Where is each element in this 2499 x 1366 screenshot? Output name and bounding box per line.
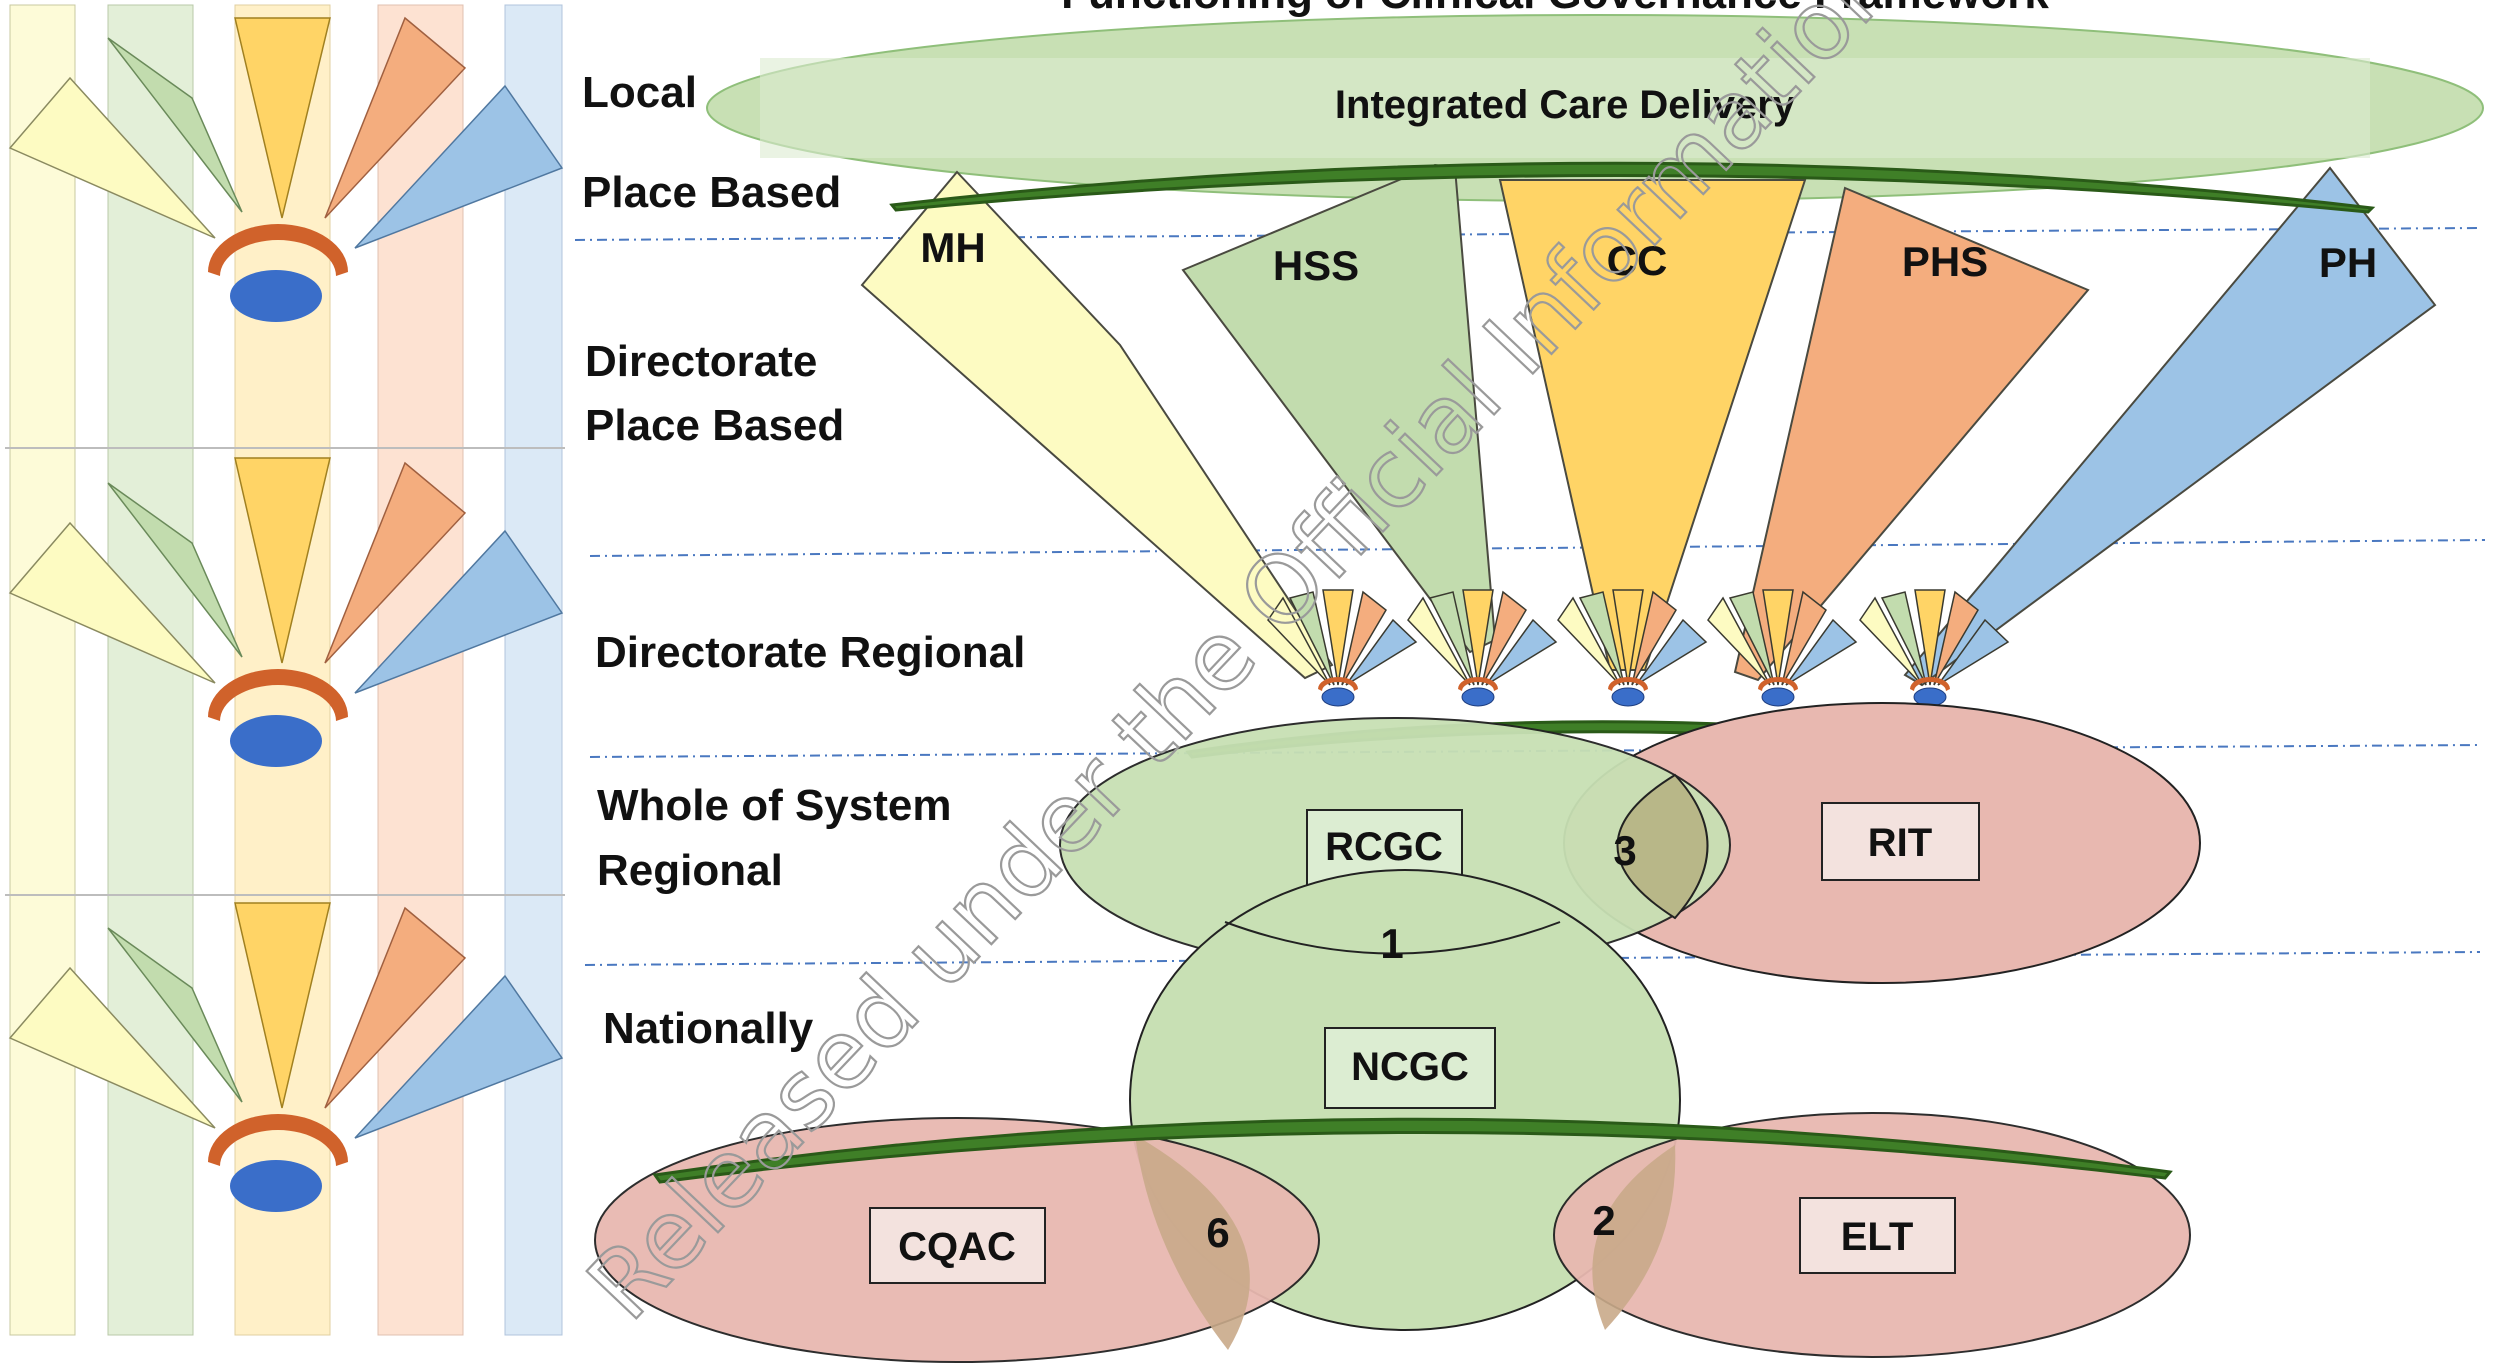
regional-node-5-fan-2	[1880, 591, 1927, 686]
regional-node-1-fan-4	[1341, 590, 1387, 686]
national-arc	[652, 1117, 2173, 1184]
overlap-ncgc-cqac-number: 6	[1206, 1209, 1229, 1256]
cqac-box	[869, 1207, 1046, 1284]
national-committees: 1 NCGC CQAC ELT 6 2	[594, 869, 2191, 1363]
regional-node-4-fan-4	[1781, 590, 1827, 686]
fan-phs	[1733, 186, 2090, 682]
regional-node-4-fan-2	[1728, 591, 1775, 686]
regional-node-1-cap	[1318, 677, 1358, 691]
regional-node-4-fan-1	[1707, 596, 1771, 686]
regional-node-3-fan-5	[1635, 618, 1708, 686]
overlap-rcgc-ncgc-number: 1	[1380, 920, 1403, 967]
regional-node-3-base	[1611, 687, 1645, 707]
regional-node-3-fan-3	[1612, 589, 1644, 686]
elt-box	[1799, 1197, 1956, 1274]
regional-node-5-cap	[1910, 677, 1950, 691]
regional-node-5-fan-4	[1933, 590, 1979, 686]
mini-panel-3	[8, 902, 564, 1212]
level-nationally: Nationally	[603, 1004, 814, 1053]
fan-hss	[1181, 163, 1497, 654]
regional-node-3-fan-1	[1557, 596, 1621, 686]
regional-node-4	[1707, 589, 1858, 707]
regional-node-1-base	[1321, 687, 1355, 707]
level-whole-of-system-line1: Whole of System	[597, 781, 952, 830]
fan-cc	[1498, 179, 1807, 671]
regional-node-2-fan-1	[1407, 596, 1471, 686]
mini-panel-2	[8, 457, 564, 767]
place-based-arc	[889, 161, 2376, 214]
ncgc-elt-overlap	[1592, 1145, 1676, 1330]
directorate-label-phs: PHS	[1902, 238, 1988, 285]
directorate-label-cc: CC	[1607, 237, 1668, 284]
overlap-rcgc-rit-number: 3	[1613, 827, 1636, 874]
directorate-label-mh: MH	[920, 224, 985, 271]
regional-node-5-fan-3	[1914, 589, 1946, 686]
rit-box	[1821, 802, 1980, 881]
rcgc-ncgc-overlap-outline	[1224, 921, 1561, 955]
regional-node-3-fan-4	[1631, 590, 1677, 686]
regional-node-2-fan-3	[1462, 589, 1494, 686]
regional-node-1-fan-1	[1267, 596, 1331, 686]
elt-label: ELT	[1841, 1215, 1914, 1259]
level-directorate-regional: Directorate Regional	[595, 628, 1025, 677]
regional-node-2-fan-4	[1481, 590, 1527, 686]
directorate-label-ph: PH	[2319, 239, 2377, 286]
regional-node-4-cap	[1758, 677, 1798, 691]
regional-node-4-fan-3	[1762, 589, 1794, 686]
regional-node-2-fan-2	[1428, 591, 1475, 686]
ncgc-label: NCGC	[1351, 1045, 1469, 1089]
regional-node-2-cap	[1458, 677, 1498, 691]
level-local: Local	[582, 68, 697, 117]
regional-node-5-fan-5	[1937, 618, 2010, 686]
ncgc-cqac-overlap	[1135, 1135, 1250, 1350]
regional-committees: RCGC RIT 3	[1059, 702, 2201, 984]
level-labels: Local Place Based Directorate Place Base…	[582, 68, 1025, 1053]
level-place-based: Place Based	[582, 168, 841, 217]
rit-label: RIT	[1868, 821, 1932, 865]
cqac-label: CQAC	[898, 1225, 1016, 1269]
regional-node-3-fan-2	[1578, 591, 1625, 686]
regional-node-3	[1557, 589, 1708, 707]
rcgc-rit-overlap	[1616, 773, 1709, 920]
ncgc-box	[1324, 1027, 1496, 1109]
regional-node-1-fan-2	[1288, 591, 1335, 686]
level-directorate-place-based-line1: Directorate	[585, 337, 817, 386]
directorate-labels: MH HSS CC PHS PH	[920, 224, 2377, 289]
integrated-care-delivery-label: Integrated Care Delivery	[1335, 83, 1796, 127]
directorate-fans	[860, 163, 2437, 687]
regional-node-2	[1407, 589, 1558, 707]
regional-node-5-fan-1	[1859, 596, 1923, 686]
directorate-label-hss: HSS	[1273, 242, 1359, 289]
regional-node-1-fan-5	[1345, 618, 1418, 686]
regional-node-2-fan-5	[1485, 618, 1558, 686]
regional-node-5	[1859, 589, 2010, 707]
diagram-title: Functioning of Clinical Governance Frame…	[1061, 0, 2049, 18]
regional-node-1-fan-3	[1322, 589, 1354, 686]
regional-node-4-fan-5	[1785, 618, 1858, 686]
rcgc-label: RCGC	[1325, 825, 1443, 869]
mini-panel-1	[8, 16, 564, 322]
regional-node-3-cap	[1608, 677, 1648, 691]
regional-node-4-base	[1761, 687, 1795, 707]
regional-node-2-base	[1461, 687, 1495, 707]
regional-directorate-nodes	[1267, 589, 2010, 707]
level-directorate-place-based-line2: Place Based	[585, 401, 844, 450]
overlap-ncgc-elt-number: 2	[1592, 1197, 1615, 1244]
integrated-care-delivery-highlight	[760, 58, 2370, 158]
mini-panels	[5, 4, 565, 1336]
regional-node-1	[1267, 589, 1418, 707]
level-whole-of-system-line2: Regional	[597, 846, 783, 895]
